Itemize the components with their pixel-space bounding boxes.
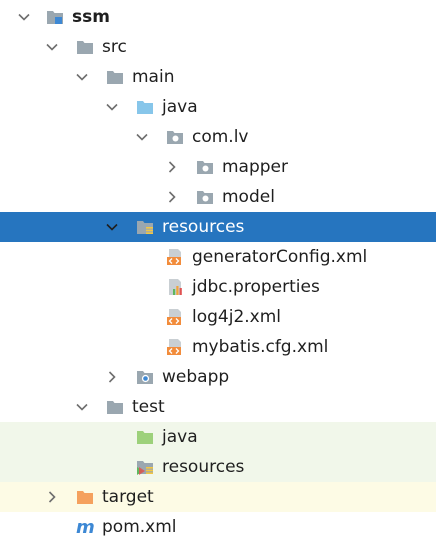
chevron-down-icon[interactable] — [106, 221, 118, 233]
tree-item-log4j2-xml[interactable]: log4j2.xml — [0, 302, 436, 332]
excluded-folder-icon — [76, 488, 94, 506]
tree-item-mapper[interactable]: mapper — [0, 152, 436, 182]
tree-item-label: mybatis.cfg.xml — [192, 337, 329, 357]
chevron-down-icon[interactable] — [18, 11, 30, 23]
tree-item-pom-xml[interactable]: m pom.xml — [0, 512, 436, 542]
chevron-right-icon[interactable] — [46, 491, 58, 503]
tree-item-label: jdbc.properties — [192, 277, 320, 297]
tree-item-main-java[interactable]: java — [0, 92, 436, 122]
tree-item-label: model — [222, 187, 275, 207]
web-folder-icon — [136, 368, 154, 386]
test-source-folder-icon — [136, 428, 154, 446]
tree-item-src[interactable]: src — [0, 32, 436, 62]
package-icon — [166, 128, 184, 146]
chevron-down-icon[interactable] — [76, 71, 88, 83]
folder-icon — [76, 38, 94, 56]
tree-item-label: com.lv — [192, 127, 249, 147]
tree-item-label: webapp — [162, 367, 230, 387]
svg-text:m: m — [76, 518, 95, 536]
tree-item-webapp[interactable]: webapp — [0, 362, 436, 392]
tree-item-label: test — [132, 397, 165, 417]
xml-file-icon — [166, 308, 184, 326]
tree-item-main-resources[interactable]: resources — [0, 212, 436, 242]
tree-item-label: java — [162, 97, 198, 117]
folder-icon — [106, 68, 124, 86]
tree-item-label: src — [102, 37, 127, 57]
properties-file-icon — [166, 278, 184, 296]
package-icon — [196, 188, 214, 206]
tree-item-model[interactable]: model — [0, 182, 436, 212]
chevron-down-icon[interactable] — [46, 41, 58, 53]
tree-item-label: resources — [162, 457, 245, 477]
tree-item-label: log4j2.xml — [192, 307, 282, 327]
chevron-right-icon[interactable] — [166, 161, 178, 173]
tree-item-target[interactable]: target — [0, 482, 436, 512]
tree-item-jdbc-properties[interactable]: jdbc.properties — [0, 272, 436, 302]
tree-item-label: resources — [162, 217, 245, 237]
tree-item-com-lv[interactable]: com.lv — [0, 122, 436, 152]
chevron-right-icon[interactable] — [166, 191, 178, 203]
chevron-down-icon[interactable] — [106, 101, 118, 113]
tree-item-label: pom.xml — [102, 517, 177, 537]
tree-item-label: mapper — [222, 157, 289, 177]
tree-item-mybatis-cfg-xml[interactable]: mybatis.cfg.xml — [0, 332, 436, 362]
source-root-folder-icon — [136, 98, 154, 116]
folder-icon — [106, 398, 124, 416]
tree-item-test-java[interactable]: java — [0, 422, 436, 452]
tree-item-label: target — [102, 487, 154, 507]
package-icon — [196, 158, 214, 176]
tree-item-ssm[interactable]: ssm — [0, 2, 436, 32]
tree-item-label: generatorConfig.xml — [192, 247, 368, 267]
tree-item-label: java — [162, 427, 198, 447]
xml-file-icon — [166, 338, 184, 356]
tree-item-main[interactable]: main — [0, 62, 436, 92]
tree-item-label: ssm — [72, 7, 110, 27]
tree-item-test-resources[interactable]: resources — [0, 452, 436, 482]
xml-file-icon — [166, 248, 184, 266]
test-resources-folder-icon — [136, 458, 154, 476]
tree-item-generatorconfig-xml[interactable]: generatorConfig.xml — [0, 242, 436, 272]
maven-pom-icon: m — [76, 518, 95, 536]
tree-item-test[interactable]: test — [0, 392, 436, 422]
chevron-down-icon[interactable] — [136, 131, 148, 143]
resources-root-folder-icon — [136, 218, 154, 236]
chevron-right-icon[interactable] — [106, 371, 118, 383]
chevron-down-icon[interactable] — [76, 401, 88, 413]
module-folder-icon — [46, 8, 64, 26]
tree-item-label: main — [132, 67, 175, 87]
